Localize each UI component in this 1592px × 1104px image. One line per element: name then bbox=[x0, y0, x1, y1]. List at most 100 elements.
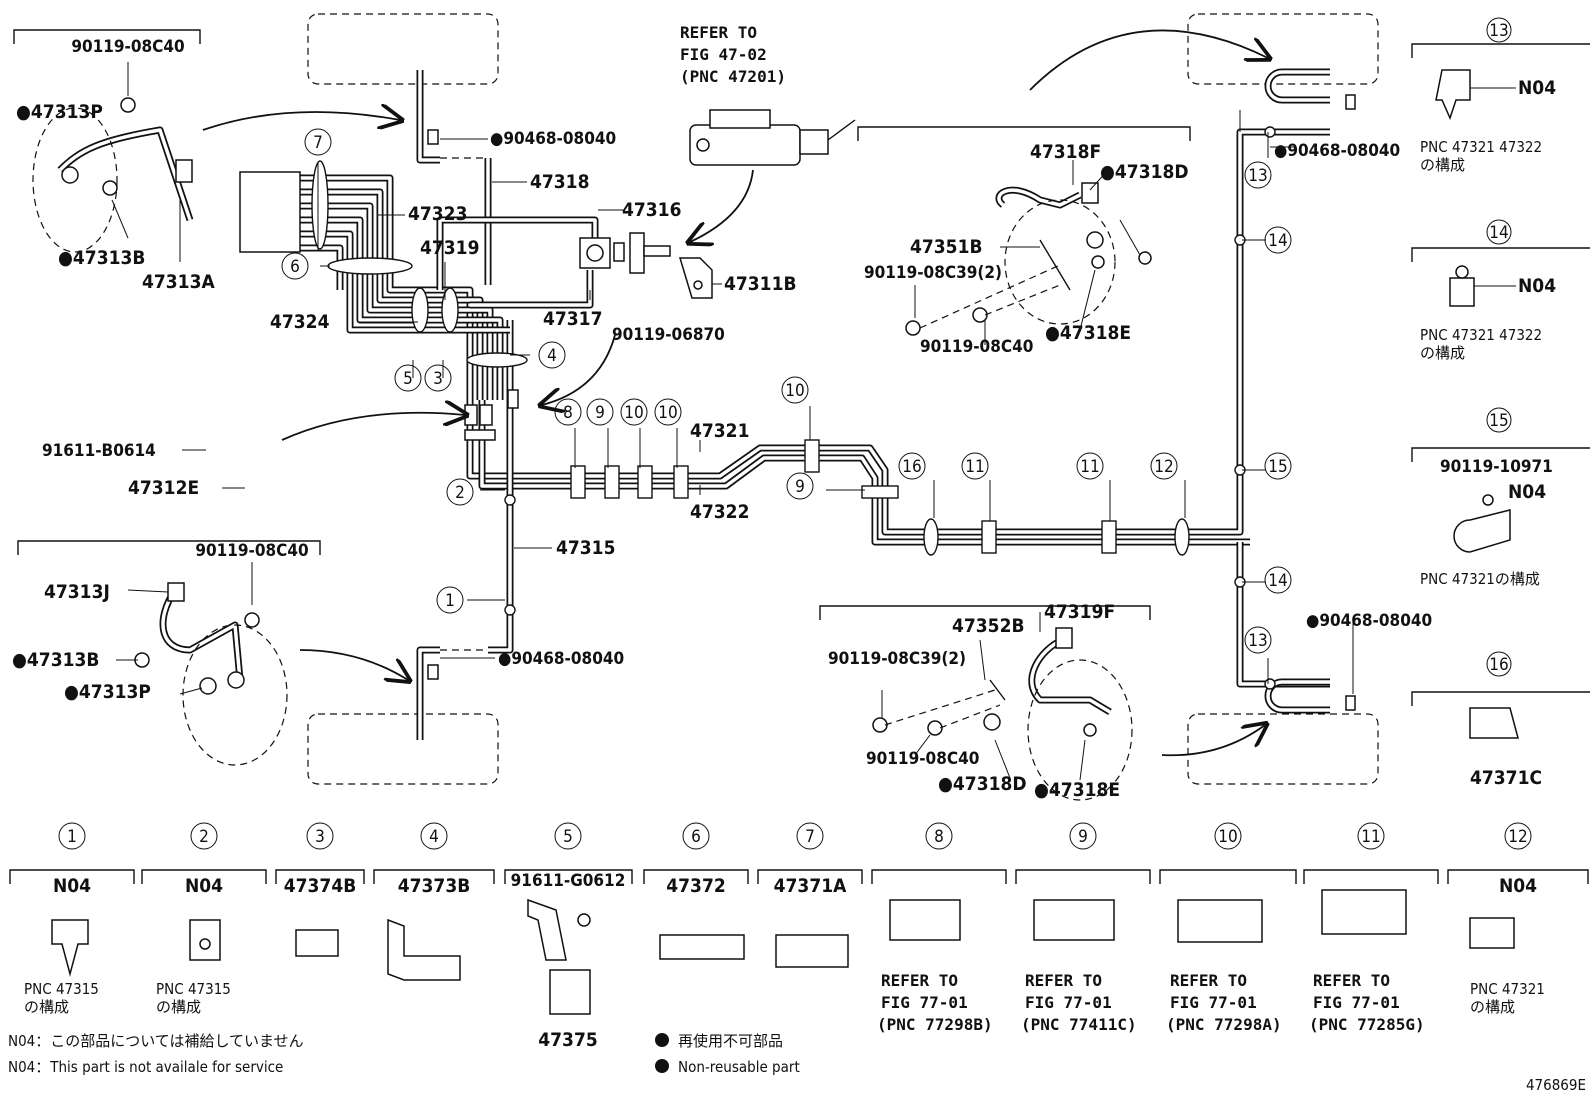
figure-code: 476869E bbox=[1526, 1076, 1586, 1094]
clip-90468-rear-right bbox=[1345, 695, 1356, 711]
legend-callout-circle bbox=[682, 822, 710, 850]
bottom-legend-drawings bbox=[51, 889, 1515, 1015]
callout-circle bbox=[1244, 626, 1272, 654]
callout-number: 10 bbox=[624, 403, 643, 423]
callout-number: 7 bbox=[313, 133, 323, 153]
label-90119-08C40-rear-right: 90119-08C40 bbox=[866, 749, 979, 769]
arrow-90119-06870 bbox=[542, 334, 616, 405]
side-legend-desc1-15: PNC 47321の構成 bbox=[1420, 570, 1540, 588]
legend-callout-circle bbox=[190, 822, 218, 850]
legend-callout-circle bbox=[420, 822, 448, 850]
legend-callout-number: 1 bbox=[67, 827, 77, 847]
label-47315: 47315 bbox=[556, 537, 615, 559]
arrow-to-rear-right bbox=[1161, 725, 1265, 757]
legend-desc-line1: FIG 77-01 bbox=[1313, 993, 1400, 1012]
refer-top-line2: FIG 47-02 bbox=[680, 45, 767, 64]
callout-circle bbox=[620, 398, 648, 426]
side-legend-bolt-15: 90119-10971 bbox=[1440, 457, 1553, 477]
legend-desc-line2: (PNC 77298B) bbox=[877, 1015, 993, 1034]
callout-circle bbox=[1076, 452, 1104, 480]
legend-part-label: REFER TO bbox=[881, 971, 958, 990]
legend-part-label: 47373B bbox=[398, 875, 471, 897]
callout-number: 9 bbox=[795, 477, 805, 497]
legend-callout-circle bbox=[306, 822, 334, 850]
brake-pipe-network bbox=[268, 110, 1330, 688]
label-47313B-rear: ●47313B bbox=[12, 649, 99, 671]
callout-circle bbox=[281, 252, 309, 280]
label-47319F: 47319F bbox=[1044, 601, 1115, 623]
label-90119-08C40-front: 90119-08C40 bbox=[71, 37, 184, 57]
front-left-wheel-outline bbox=[307, 13, 499, 85]
rear-right-wheel-outline bbox=[1187, 713, 1379, 785]
callout-number: 4 bbox=[547, 346, 557, 366]
callout-number: 10 bbox=[785, 381, 804, 401]
legend-part-label: N04 bbox=[1499, 875, 1537, 897]
refer-top-line1: REFER TO bbox=[680, 23, 757, 42]
legend-callout-circle bbox=[554, 822, 582, 850]
label-90468-rear-right: ●90468-08040 bbox=[1306, 611, 1432, 631]
callout-number: 3 bbox=[433, 369, 443, 389]
label-47351B: 47351B bbox=[910, 236, 983, 258]
nonreuse-bullet-jp bbox=[655, 1033, 669, 1047]
legend-callout-number: 7 bbox=[805, 827, 815, 847]
side-legend-num-16: 16 bbox=[1489, 655, 1508, 675]
side-legend-desc2-14: の構成 bbox=[1420, 344, 1465, 362]
leader-lines bbox=[111, 62, 1354, 781]
legend-desc-line2: (PNC 77298A) bbox=[1166, 1015, 1282, 1034]
label-90119-08C40-rear: 90119-08C40 bbox=[195, 541, 308, 561]
rear-right-hose-assembly bbox=[872, 627, 1133, 801]
rear-left-flex-tube bbox=[416, 646, 440, 740]
label-47311B: 47311B bbox=[724, 273, 797, 295]
callout-number: 14 bbox=[1268, 231, 1287, 251]
bracket-47311B bbox=[678, 257, 713, 299]
legend-callout-circle bbox=[925, 822, 953, 850]
callout-circle bbox=[781, 376, 809, 404]
label-47313P-rear: ●47313P bbox=[64, 681, 151, 703]
note-nonreuse-jp: 再使用不可部品 bbox=[678, 1032, 783, 1050]
label-90468-front-left: ●90468-08040 bbox=[490, 129, 616, 149]
label-90119-08C39-rear: 90119-08C39(2) bbox=[828, 649, 966, 669]
clip-90468-front-left bbox=[427, 129, 439, 145]
callout-circle bbox=[1150, 452, 1178, 480]
callout-number: 2 bbox=[455, 483, 465, 503]
legend-callout-circle bbox=[1069, 822, 1097, 850]
callout-circle bbox=[446, 478, 474, 506]
label-47312E: 47312E bbox=[128, 477, 199, 499]
front-left-bracket bbox=[13, 29, 201, 44]
refer-top-line3: (PNC 47201) bbox=[680, 67, 786, 86]
legend-callout-circle bbox=[1504, 822, 1532, 850]
legend-desc-line1: FIG 77-01 bbox=[881, 993, 968, 1012]
label-47316: 47316 bbox=[622, 199, 681, 221]
label-47321: 47321 bbox=[690, 420, 749, 442]
front-right-hose-assembly bbox=[905, 182, 1152, 336]
rear-left-wheel-outline bbox=[307, 713, 499, 785]
side-legend-part-15: N04 bbox=[1508, 481, 1546, 503]
callout-number: 13 bbox=[1248, 166, 1267, 186]
side-legend-part-13: N04 bbox=[1518, 77, 1556, 99]
label-47318D-front: ●47318D bbox=[1100, 161, 1189, 183]
legend-callout-circle bbox=[1357, 822, 1385, 850]
bottom-right-bracket bbox=[819, 605, 1151, 620]
callout-circle bbox=[554, 398, 582, 426]
label-90119-08C40-front-right: 90119-08C40 bbox=[920, 337, 1033, 357]
legend-callout-number: 4 bbox=[429, 827, 439, 847]
arrow-from-master-cylinder bbox=[690, 169, 754, 242]
callout-circle bbox=[394, 364, 422, 392]
front-right-wheel-outline bbox=[1187, 13, 1379, 85]
legend-callout-circle bbox=[1214, 822, 1242, 850]
legend-desc-line2: の構成 bbox=[24, 998, 69, 1016]
label-47323: 47323 bbox=[408, 203, 467, 225]
legend-part-label: N04 bbox=[185, 875, 223, 897]
label-47352B: 47352B bbox=[952, 615, 1025, 637]
callout-circle bbox=[654, 398, 682, 426]
label-47318: 47318 bbox=[530, 171, 589, 193]
callout-number: 10 bbox=[658, 403, 677, 423]
side-legend: 13 N04 PNC 47321 47322 の構成 14 N04 PNC 47… bbox=[1411, 17, 1590, 789]
legend-desc-line1: PNC 47315 bbox=[156, 980, 231, 998]
side-legend-num-13: 13 bbox=[1489, 21, 1508, 41]
legend-callout-number: 8 bbox=[934, 827, 944, 847]
side-legend-desc1-13: PNC 47321 47322 bbox=[1420, 138, 1542, 156]
